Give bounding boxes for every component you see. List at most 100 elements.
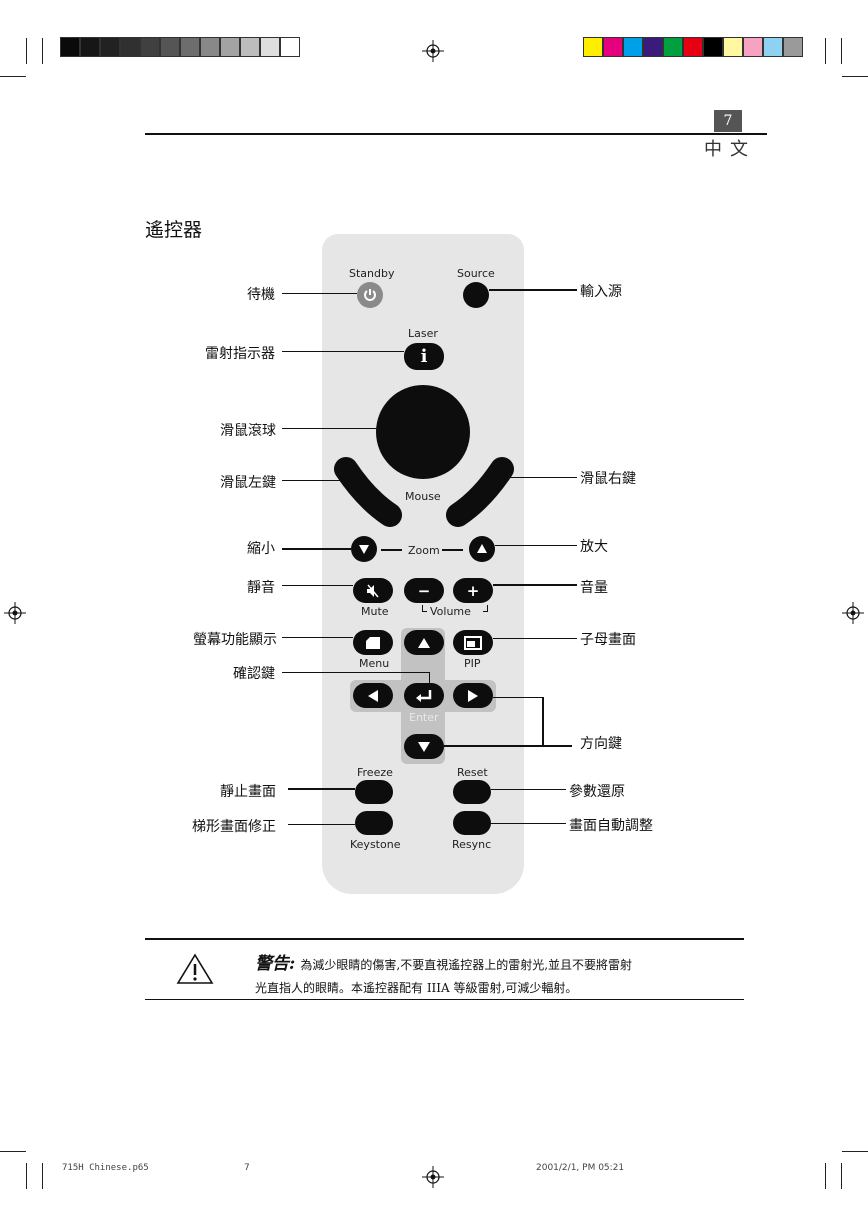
warning-text: 警告: 為減少眼睛的傷害,不要直視遙控器上的雷射光,並且不要將雷射 光直指人的眼… (255, 953, 745, 999)
crop-mark (26, 1163, 27, 1189)
warning-bottom-rule (145, 999, 744, 1000)
pip-button[interactable] (453, 630, 493, 655)
leader-line (282, 585, 353, 586)
enter-arrow-icon (416, 689, 432, 702)
zoom-label: Zoom (408, 544, 440, 557)
callout-zoom-in: 放大 (580, 539, 608, 555)
warning-line-2: 光直指人的眼睛。本遙控器配有 IIIA 等級雷射,可減少輻射。 (255, 981, 578, 995)
mouse-left-button[interactable] (330, 455, 402, 527)
zoom-in-button[interactable] (469, 536, 495, 562)
leader-line (444, 745, 572, 747)
freeze-label: Freeze (357, 766, 393, 779)
leader-line (491, 823, 566, 824)
warning-title: 警告: (255, 954, 296, 974)
crop-mark (0, 76, 26, 77)
menu-button[interactable] (353, 630, 393, 655)
leader-line (282, 672, 429, 673)
mouse-right-button[interactable] (446, 455, 518, 527)
leader-line (508, 477, 577, 478)
leader-line (495, 545, 577, 546)
leader-line (542, 697, 544, 746)
leader-line (429, 672, 430, 686)
gray-swatch (280, 37, 300, 57)
keystone-label: Keystone (350, 838, 401, 851)
volume-bracket-icon (422, 605, 427, 612)
triangle-right-icon (468, 689, 478, 702)
footer-page: 7 (244, 1163, 250, 1173)
pip-window-icon (464, 635, 482, 650)
enter-label: Enter (409, 711, 439, 724)
mute-button[interactable] (353, 578, 393, 603)
plus-icon: + (466, 581, 480, 600)
down-button[interactable] (404, 734, 444, 759)
callout-standby: 待機 (247, 287, 275, 303)
gray-swatch (180, 37, 200, 57)
crop-mark (842, 1151, 868, 1152)
gray-swatch (240, 37, 260, 57)
gray-swatch (200, 37, 220, 57)
reset-button[interactable] (453, 780, 491, 804)
zoom-line-right (442, 549, 463, 551)
callout-mute: 靜音 (247, 580, 275, 596)
color-swatch (643, 37, 663, 57)
laser-button[interactable]: i (404, 343, 444, 370)
header-rule (145, 133, 767, 135)
zoom-out-button[interactable] (351, 536, 377, 562)
pip-label: PIP (464, 657, 481, 670)
callout-trackball: 滑鼠滾球 (220, 423, 276, 439)
standby-label: Standby (349, 267, 395, 280)
callout-volume: 音量 (580, 580, 608, 596)
footer-date: 2001/2/1, PM 05:21 (536, 1163, 625, 1173)
footer-file-name: 715H Chinese.p65 (62, 1163, 149, 1173)
source-label: Source (457, 267, 495, 280)
left-button[interactable] (353, 683, 393, 708)
callout-resync: 畫面自動調整 (569, 818, 653, 834)
page-number-badge: 7 (714, 110, 742, 132)
grayscale-bar (60, 37, 300, 57)
registration-mark-icon (4, 602, 26, 624)
callout-zoom-out: 縮小 (247, 541, 275, 557)
volume-down-button[interactable]: − (404, 578, 444, 603)
mute-speaker-icon (367, 584, 379, 597)
gray-swatch (140, 37, 160, 57)
enter-button[interactable] (404, 683, 444, 708)
volume-up-button[interactable]: + (453, 578, 493, 603)
color-swatch (783, 37, 803, 57)
crop-mark (825, 1163, 826, 1189)
resync-button[interactable] (453, 811, 491, 835)
resync-label: Resync (452, 838, 492, 851)
color-swatch (683, 37, 703, 57)
crop-mark (26, 38, 27, 64)
zoom-line-left (381, 549, 402, 551)
registration-mark-icon (422, 1166, 444, 1188)
warning-top-rule (145, 938, 744, 940)
callout-direction: 方向鍵 (580, 736, 622, 752)
leader-line (491, 789, 566, 790)
leader-line (493, 697, 542, 698)
mute-label: Mute (361, 605, 389, 618)
crop-mark (0, 1151, 26, 1152)
keystone-button[interactable] (355, 811, 393, 835)
source-button[interactable] (463, 282, 489, 308)
standby-button[interactable] (357, 282, 383, 308)
freeze-button[interactable] (355, 780, 393, 804)
right-button[interactable] (453, 683, 493, 708)
triangle-up-icon (477, 544, 487, 553)
color-swatch (623, 37, 643, 57)
mouse-trackball[interactable] (376, 385, 470, 479)
gray-swatch (260, 37, 280, 57)
callout-pip: 子母畫面 (580, 632, 636, 648)
gray-swatch (100, 37, 120, 57)
gray-swatch (220, 37, 240, 57)
gray-swatch (80, 37, 100, 57)
callout-laser: 雷射指示器 (205, 346, 275, 362)
gray-swatch (160, 37, 180, 57)
menu-page-icon (366, 636, 380, 649)
triangle-down-icon (418, 741, 430, 752)
crop-mark (841, 38, 842, 64)
triangle-down-icon (359, 545, 369, 554)
color-swatch (763, 37, 783, 57)
leader-line (493, 638, 577, 639)
up-button[interactable] (404, 630, 444, 655)
leader-line (288, 788, 355, 790)
